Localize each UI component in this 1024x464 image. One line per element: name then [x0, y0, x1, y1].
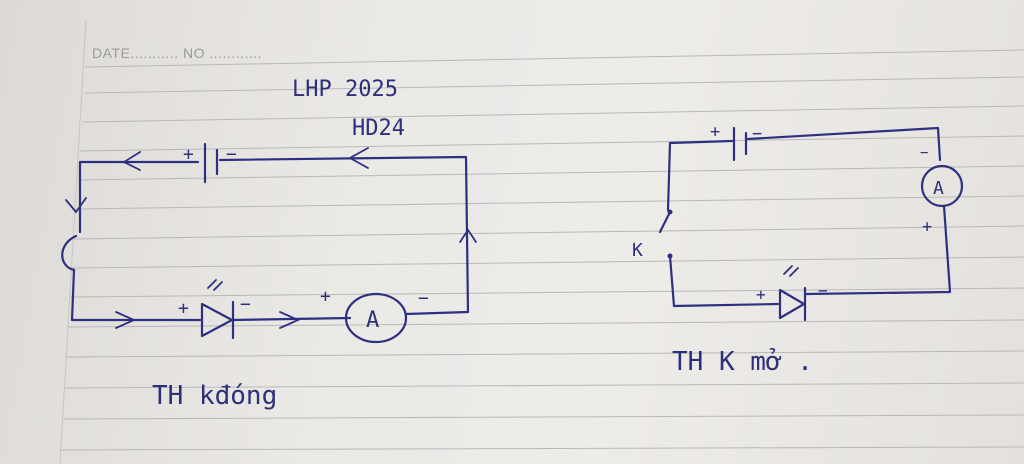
right-meter-circle: [920, 164, 964, 208]
left-circuit: + − + − A + − TH kđóng: [61, 142, 477, 411]
right-diode-minus: −: [818, 281, 828, 300]
left-current-arrow-top-2: [348, 147, 369, 169]
right-top-wire-b: [746, 126, 942, 162]
left-bottom-wire-c: [404, 310, 470, 316]
right-switch-label: K: [632, 240, 643, 261]
left-current-arrow-bottom-2: [279, 311, 301, 329]
left-battery-plus: +: [183, 144, 194, 165]
right-switch-contact-top: [667, 209, 673, 215]
left-ammeter-label: A: [366, 308, 379, 333]
left-diode-triangle: [200, 302, 234, 338]
left-current-arrow-bottom-1: [115, 311, 137, 329]
right-bottom-wire-a: [668, 254, 780, 308]
left-switch-closed: [61, 234, 78, 272]
right-meter-label: A: [933, 178, 944, 199]
right-diode-plus: +: [756, 285, 766, 304]
left-bottom-wire-b: [231, 316, 352, 322]
right-meter-plus: +: [922, 217, 932, 237]
note-line-2: HD24: [352, 116, 405, 141]
left-current-arrow-right: [459, 228, 477, 243]
left-diode-plus: +: [178, 298, 189, 319]
right-right-wire: [804, 204, 952, 296]
left-ammeter-plus: +: [320, 286, 331, 307]
right-diode-light-icon: [783, 265, 799, 277]
left-top-right-wire: [218, 155, 470, 314]
right-top-wire-a: [666, 139, 734, 212]
right-battery-plus: +: [710, 122, 720, 142]
left-battery-minus: −: [226, 144, 237, 165]
right-circuit: + − A − + K + − TH K mở .: [632, 122, 964, 377]
right-switch-open: [658, 210, 672, 234]
right-meter-minus: −: [920, 145, 928, 161]
left-ammeter-minus: −: [418, 288, 429, 309]
date-no-header: DATE........... NO ............: [92, 45, 262, 61]
left-bottom-wire-a: [70, 268, 202, 322]
left-top-wire-a: [78, 160, 200, 234]
left-current-arrow-top-1: [122, 151, 141, 171]
left-current-arrow-side: [65, 197, 87, 214]
right-battery-minus: −: [752, 124, 762, 144]
right-circuit-caption: TH K mở .: [672, 347, 813, 377]
right-diode-triangle: [778, 288, 806, 320]
note-line-1: LHP 2025: [292, 77, 398, 102]
left-diode-minus: −: [240, 294, 251, 315]
left-circuit-caption: TH kđóng: [152, 381, 277, 411]
left-diode-light-icon: [207, 279, 223, 291]
left-ammeter-circle: [344, 292, 408, 344]
ruled-lines: [59, 19, 1024, 464]
